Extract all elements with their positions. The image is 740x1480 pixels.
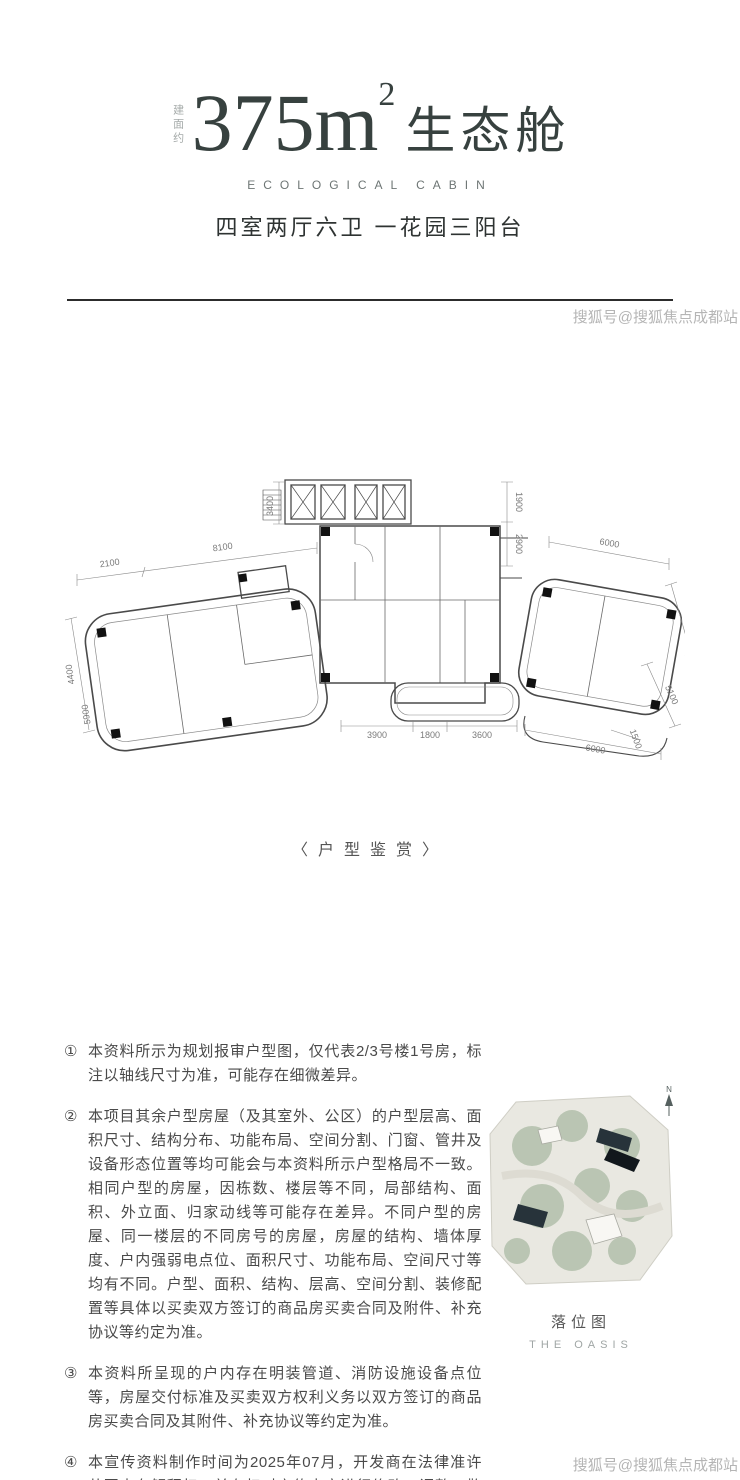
center-block [319,525,501,704]
disclaimer-text: 本项目其余户型房屋（及其室外、公区）的户型层高、面积尺寸、结构分布、功能布局、空… [88,1108,482,1341]
sitemap-caption-en: THE OASIS [529,1339,633,1351]
site-buildings [513,1128,640,1228]
disclaimer-number: ② [64,1108,78,1125]
compass-icon: N [665,1085,673,1116]
disclaimer-item-3: ③ 本资料所呈现的户内存在明装管道、消防设施设备点位等，房屋交付标准及买卖双方权… [64,1362,482,1434]
dim-label: 8100 [212,541,233,554]
area-number: 375m2 [192,78,396,164]
watermark-top: 搜狐号@搜狐焦点成都站 [572,309,738,326]
disclaimer-item-1: ① 本资料所示为规划报审户型图，仅代表2/3号楼1号房，标注以轴线尺寸为准，可能… [64,1040,482,1088]
floorplan-drawing: 8100 2100 3400 1900 2900 6000 3300 5100 … [55,468,685,788]
right-wing [517,578,683,716]
disclaimer-number: ③ [64,1365,78,1382]
header: 建面约 375m2 生态舱 ECOLOGICAL CABIN 四室两厅六卫 一花… [0,78,740,242]
area-prefix-label: 建面约 [171,103,184,146]
header-divider [67,299,673,301]
area-superscript: 2 [378,76,396,113]
plan-caption: 〈户型鉴赏〉 [291,842,448,859]
area-number-text: 375m [191,77,379,168]
disclaimer-text: 本宣传资料制作时间为2025年07月，开发商在法律准许范围内有解释权，并有权对宣… [88,1454,482,1480]
dim-label: 1500 [628,728,644,750]
dimension-labels: 8100 2100 3400 1900 2900 6000 3300 5100 … [64,492,685,756]
disclaimer-item-4: ④ 本宣传资料制作时间为2025年07月，开发商在法律准许范围内有解释权，并有权… [64,1451,482,1480]
left-wing [84,565,328,752]
watermark-bottom: 搜狐号@搜狐焦点成都站 [572,1457,738,1474]
disclaimer-number: ④ [64,1454,78,1471]
subtitle-chinese: 四室两厅六卫 一花园三阳台 [215,214,525,240]
dim-label: 1800 [420,730,440,740]
garden-terrace [523,715,668,757]
sitemap-svg: N [482,1085,680,1292]
dim-label: 1900 [514,492,524,512]
disclaimer-text: 本资料所示为规划报审户型图，仅代表2/3号楼1号房，标注以轴线尺寸为准，可能存在… [88,1043,482,1084]
dim-label: 3600 [472,730,492,740]
disclaimer-item-2: ② 本项目其余户型房屋（及其室外、公区）的户型层高、面积尺寸、结构分布、功能布局… [64,1105,482,1345]
disclaimer-list: ① 本资料所示为规划报审户型图，仅代表2/3号楼1号房，标注以轴线尺寸为准，可能… [64,1040,482,1480]
site-location-map: N 落位图 THE OASIS [482,1085,680,1351]
dim-label: 5900 [80,704,93,725]
connector-walls [500,537,528,579]
dim-label: 4400 [64,664,77,685]
dimension-lines [64,481,685,760]
dim-label: 6000 [585,742,606,755]
disclaimer-number: ① [64,1043,78,1060]
dim-label: 3900 [367,730,387,740]
area-title: 建面约 375m2 生态舱 [170,78,571,164]
floorplan-svg: 8100 2100 3400 1900 2900 6000 3300 5100 … [64,479,685,760]
dim-label: 3400 [265,496,275,516]
dim-label: 3300 [684,608,685,630]
dim-label: 6000 [599,536,620,549]
bottom-balcony [390,682,520,722]
core-elevators [262,479,412,525]
dim-label: 2900 [514,534,524,554]
disclaimer-text: 本资料所呈现的户内存在明装管道、消防设施设备点位等，房屋交付标准及买卖双方权利义… [88,1365,482,1430]
sitemap-caption-cn: 落位图 [550,1314,611,1331]
site-building-outlines [537,1125,623,1245]
site-path [501,1169,664,1218]
dim-label: 2100 [99,557,120,570]
subtitle-english: ECOLOGICAL CABIN [247,177,493,192]
area-suffix: 生态舱 [405,102,571,159]
compass-label: N [666,1086,672,1094]
